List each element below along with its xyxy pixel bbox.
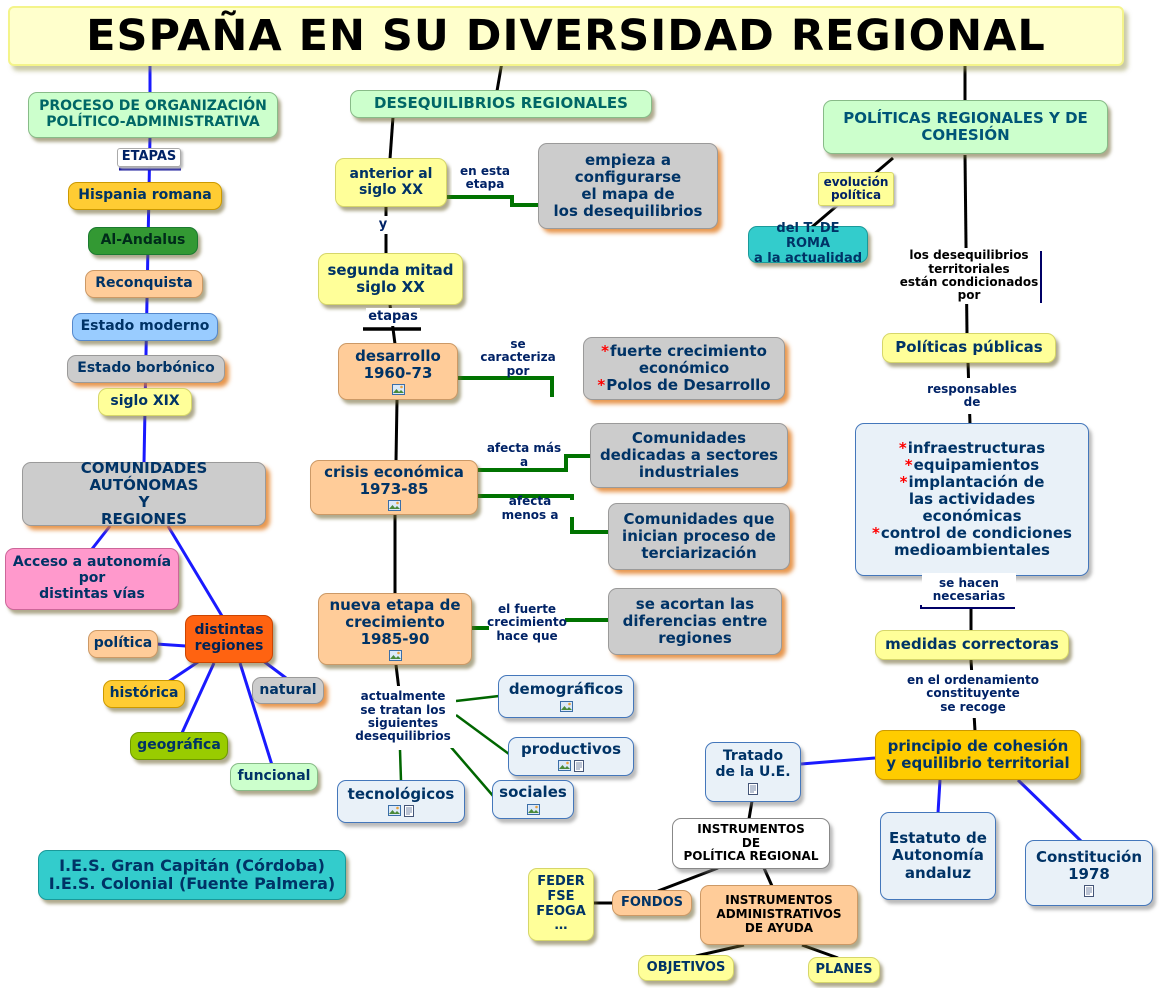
node-estado-borbonico: Estado borbónico — [67, 355, 225, 383]
label-se-hacen-necesarias: se hacen necesarias — [922, 573, 1016, 607]
image-icon — [559, 700, 573, 712]
node-nueva-etapa-icons — [388, 650, 402, 662]
node-tecnologicos-label: tecnológicos — [347, 784, 455, 803]
image-icon — [558, 760, 571, 772]
node-sociales: sociales — [492, 780, 574, 819]
label-se-caracteriza-por: se caracteriza por — [480, 336, 556, 378]
label-etapas: ETAPAS — [117, 148, 181, 167]
node-demograficos: demográficos — [498, 675, 634, 718]
node-tecnologicos: tecnológicos — [337, 780, 465, 823]
label-responsables-de: responsables de — [926, 378, 1018, 414]
node-demograficos-label: demográficos — [508, 680, 624, 699]
node-instrumentos-politica-regional: INSTRUMENTOS DE POLÍTICA REGIONAL — [672, 818, 830, 869]
image-icon — [387, 500, 401, 512]
node-constitucion-1978: Constitución 1978 — [1025, 840, 1153, 906]
node-desarrollo-icons — [391, 384, 405, 396]
node-siglo-xix: siglo XIX — [98, 388, 192, 416]
node-al-andalus: Al-Andalus — [88, 227, 198, 255]
node-estatuto-autonomia: Estatuto de Autonomía andaluz — [880, 812, 996, 900]
label-ordenamiento-constituyente: en el ordenamiento constituyente se reco… — [903, 670, 1043, 718]
node-constitucion-label: Constitución 1978 — [1035, 847, 1143, 883]
credits-box: I.E.S. Gran Capitán (Córdoba) I.E.S. Col… — [38, 850, 346, 900]
node-tratado-roma-actualidad: del T. DE ROMA a la actualidad — [748, 221, 868, 266]
node-funcional: funcional — [230, 763, 318, 791]
node-principio-cohesion: principio de cohesión y equilibrio terri… — [875, 730, 1081, 780]
node-productivos-icons — [558, 760, 584, 773]
image-icon — [388, 650, 402, 662]
label-afecta-menos-a: afecta menos a — [486, 494, 574, 521]
document-icon — [748, 782, 758, 795]
map-title: ESPAÑA EN SU DIVERSIDAD REGIONAL — [8, 6, 1124, 66]
node-nueva-etapa-crecimiento: nueva etapa de crecimiento 1985-90 — [318, 593, 472, 665]
node-hispania-romana: Hispania romana — [68, 182, 222, 210]
node-estado-moderno: Estado moderno — [72, 313, 218, 341]
label-el-fuerte-crecimiento: el fuerte crecimiento hace que — [487, 600, 567, 646]
node-reconquista: Reconquista — [85, 270, 203, 298]
node-geografica: geográfica — [130, 732, 228, 760]
node-politica: política — [88, 630, 158, 658]
document-icon — [1084, 885, 1094, 898]
node-fondos-feder: FEDER FSE FEOGA … — [528, 868, 594, 941]
node-politicas-regionales: POLÍTICAS REGIONALES Y DE COHESIÓN — [823, 100, 1108, 154]
node-comunidades-autonomas: COMUNIDADES AUTÓNOMAS Y REGIONES — [22, 459, 266, 528]
image-icon — [388, 805, 401, 817]
node-crisis-icons — [387, 500, 401, 512]
image-icon — [391, 384, 405, 396]
node-demograficos-icons — [559, 700, 573, 712]
node-objetivos: OBJETIVOS — [638, 955, 734, 981]
label-condicionados-por: los desequilibrios territoriales están c… — [898, 248, 1040, 304]
node-distintas-regiones: distintas regiones — [185, 615, 273, 663]
node-nueva-etapa-label: nueva etapa de crecimiento 1985-90 — [329, 595, 461, 649]
label-y: y — [373, 216, 393, 234]
image-icon — [526, 803, 540, 815]
node-ambitos-actuacion: *infraestructuras*equipamientos*implanta… — [855, 423, 1089, 576]
node-desequilibrios-regionales: DESEQUILIBRIOS REGIONALES — [350, 90, 652, 118]
node-sociales-label: sociales — [499, 783, 567, 802]
node-crisis-label: crisis económica 1973-85 — [324, 462, 464, 498]
node-segunda-mitad-siglo-xx: segunda mitad siglo XX — [318, 253, 463, 305]
node-productivos: productivos — [508, 737, 634, 776]
node-desarrollo-label: desarrollo 1960-73 — [355, 346, 441, 382]
node-planes: PLANES — [808, 957, 880, 983]
label-actualmente-desequilibrios: actualmente se tratan los siguientes des… — [350, 686, 456, 748]
node-acceso-autonomia: Acceso a autonomía por distintas vías — [5, 548, 179, 610]
label-en-esta-etapa: en esta etapa — [452, 162, 518, 194]
node-tratado-ue: Tratado de la U.E. — [705, 742, 801, 802]
node-tratado-ue-icons — [748, 782, 758, 795]
node-productivos-label: productivos — [520, 739, 622, 758]
node-empieza-configurarse: empieza a configurarse el mapa de los de… — [538, 143, 718, 229]
node-desarrollo-1960-73: desarrollo 1960-73 — [338, 343, 458, 400]
node-comunidades-terciarizacion: Comunidades que inician proceso de terci… — [608, 503, 790, 570]
node-instrumentos-administrativos: INSTRUMENTOS ADMINISTRATIVOS DE AYUDA — [700, 885, 858, 945]
document-icon — [574, 760, 584, 773]
node-politicas-publicas: Políticas públicas — [882, 333, 1056, 363]
node-anterior-siglo-xx: anterior al siglo XX — [335, 158, 447, 207]
node-natural: natural — [252, 677, 324, 704]
document-icon — [404, 805, 414, 818]
node-tratado-ue-label: Tratado de la U.E. — [715, 748, 791, 780]
node-historica: histórica — [103, 680, 185, 708]
node-proceso-organizacion: PROCESO DE ORGANIZACIÓN POLÍTICO-ADMINIS… — [28, 92, 278, 138]
node-sociales-icons — [526, 803, 540, 815]
node-se-acortan-diferencias: se acortan las diferencias entre regione… — [608, 588, 782, 655]
label-afecta-mas-a: afecta más a — [484, 441, 564, 468]
label-evolucion-politica: evolución política — [818, 172, 894, 206]
label-etapas-2: etapas — [366, 308, 420, 326]
node-medidas-correctoras: medidas correctoras — [875, 630, 1069, 660]
node-crisis-economica: crisis económica 1973-85 — [310, 460, 478, 515]
node-constitucion-icons — [1084, 885, 1094, 898]
node-comunidades-industriales: Comunidades dedicadas a sectores industr… — [590, 423, 788, 488]
node-fondos: FONDOS — [612, 890, 692, 916]
node-tecnologicos-icons — [388, 805, 414, 818]
